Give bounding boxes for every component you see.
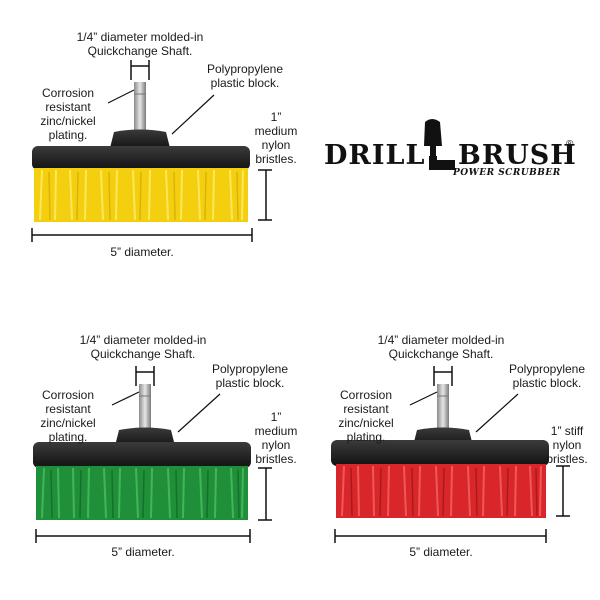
plating-callout-line [409,391,438,406]
brush-yellow [31,60,272,242]
shaft-label: 1/4” diameter molded-in Quickchange Shaf… [76,30,204,58]
plating-label: Corrosion resistant zinc/nickel plating. [40,388,96,444]
brush-shaft [139,384,151,430]
shaft-width-marker [135,366,155,386]
brush-hub [115,427,175,446]
brush-green [33,366,272,543]
bristle-label: 1” medium nylon bristles. [254,410,298,466]
shaft-label: 1/4” diameter molded-in Quickchange Shaf… [377,333,505,361]
bristles [336,464,546,518]
block-label: Polypropylene plastic block. [508,362,586,390]
brush-hub [110,129,170,148]
drillbrush-logo: DRILL BRUSH ® POWER SCRUBBER [322,112,582,182]
diameter-label: 5” diameter. [409,545,473,559]
block-callout-line [171,94,215,135]
registered-mark: ® [566,139,574,150]
bristle-height-bar [258,169,272,221]
diameter-label: 5” diameter. [110,245,174,259]
diameter-bar [35,529,251,543]
brush-shaft [134,82,146,132]
shaft-label: 1/4” diameter molded-in Quickchange Shaf… [79,333,207,361]
bristle-label: 1” stiff nylon bristles. [546,424,588,466]
diameter-bar [31,228,253,242]
bristles [34,168,248,222]
bristle-label: 1” medium nylon bristles. [254,110,298,166]
plating-callout-line [111,391,140,406]
logo-word-drill: DRILL [324,140,426,171]
plastic-block [32,146,250,170]
logo-word-brush: BRUSH [458,140,577,171]
logo-tagline: POWER SCRUBBER [453,168,561,178]
shaft-width-marker [433,366,453,386]
block-label: Polypropylene plastic block. [206,62,284,90]
block-callout-line [177,393,221,433]
diameter-label: 5” diameter. [111,545,175,559]
diameter-bar [334,529,547,543]
brush-shaft [437,384,449,430]
bristle-height-bar [556,465,570,517]
brush-red [331,366,570,543]
bristle-height-bar [258,467,272,521]
block-callout-line [475,393,519,433]
shaft-width-marker [130,60,150,80]
bristles [36,466,248,520]
logo-brush-figure [424,119,455,170]
plating-callout-line [107,89,135,104]
plating-label: Corrosion resistant zinc/nickel plating. [40,86,96,142]
plating-label: Corrosion resistant zinc/nickel plating. [338,388,394,444]
plastic-block [33,442,251,468]
block-label: Polypropylene plastic block. [211,362,289,390]
plastic-block [331,440,549,466]
